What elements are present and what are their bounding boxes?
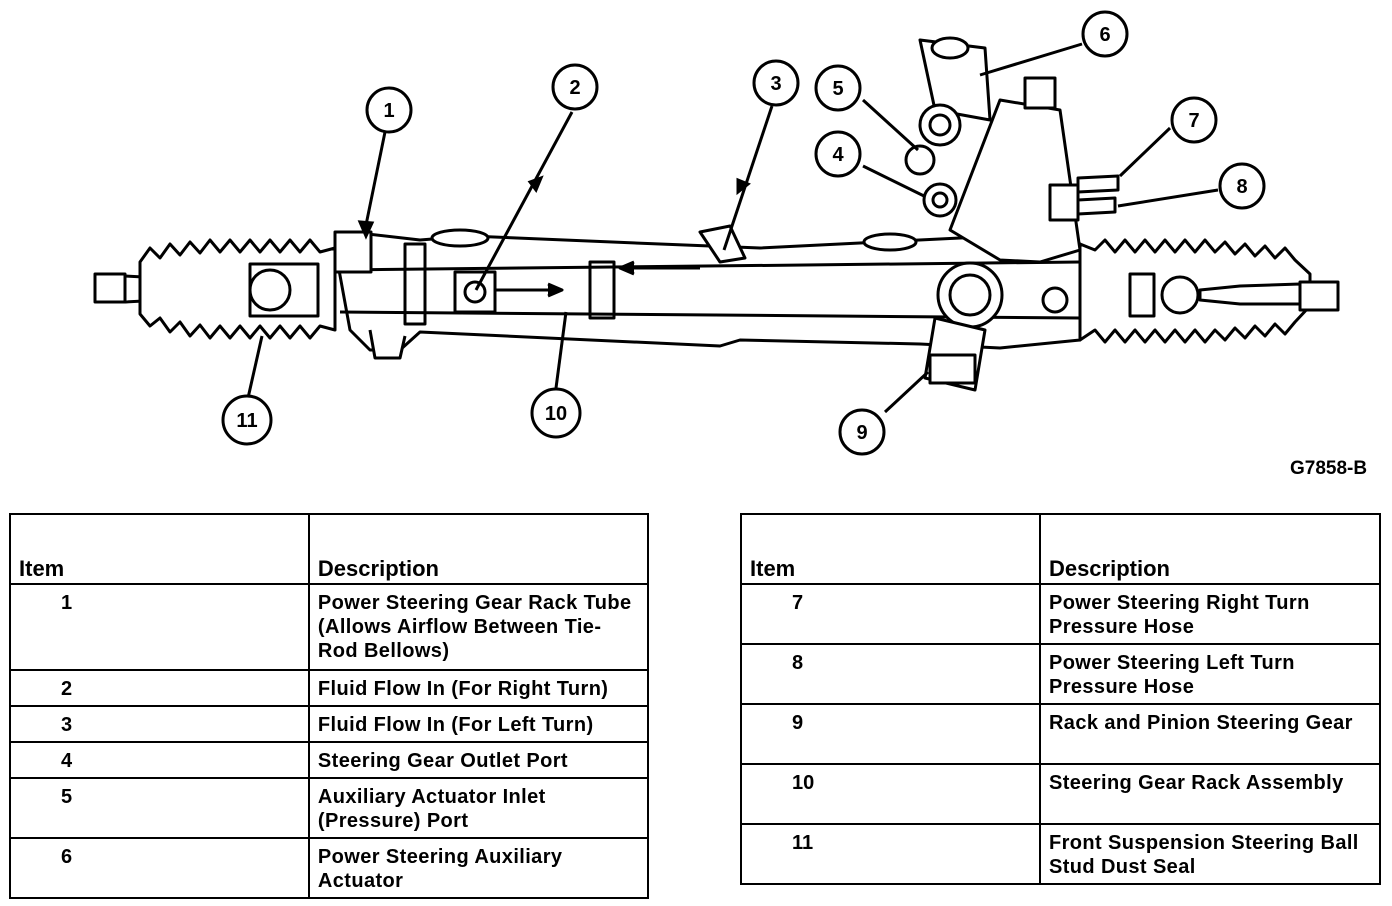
table-row: 3 Fluid Flow In (For Left Turn) [9,705,650,743]
item-description: Steering Gear Outlet Port [307,741,650,779]
item-number: 9 [740,703,1041,765]
item-number: 3 [9,705,310,743]
item-number: 5 [9,777,310,839]
item-description: Auxiliary Actuator Inlet (Pressure) Port [307,777,650,839]
callout-6: 6 [1081,10,1129,58]
item-description: Power Steering Gear Rack Tube (Allows Ai… [307,583,650,671]
table-row: 2 Fluid Flow In (For Right Turn) [9,669,650,707]
callout-11: 11 [221,394,273,446]
item-number: 6 [9,837,310,899]
table-row: 5 Auxiliary Actuator Inlet (Pressure) Po… [9,777,650,839]
item-description: Steering Gear Rack Assembly [1038,763,1382,825]
right-tie-rod [1198,280,1340,312]
callout-7: 7 [1170,96,1218,144]
callout-8-label: 8 [1236,176,1247,198]
item-header: Item [9,513,310,585]
item-number: 8 [740,643,1041,705]
callout-9: 9 [838,408,886,456]
item-description: Power Steering Right Turn Pressure Hose [1038,583,1382,645]
table-header-row: Item Description [9,513,650,585]
figure-id: G7858-B [1290,458,1368,479]
table-row: 9 Rack and Pinion Steering Gear [740,703,1382,765]
callout-5-label: 5 [832,78,843,100]
callout-10: 10 [530,387,582,439]
callout-markers: 1 2 3 4 5 6 7 8 9 10 11 [221,10,1266,456]
item-description: Fluid Flow In (For Left Turn) [307,705,650,743]
table-row: 6 Power Steering Auxiliary Actuator [9,837,650,899]
valve-body [904,36,1120,392]
legend-table-right: Item Description 7 Power Steering Right … [740,513,1382,885]
item-number: 7 [740,583,1041,645]
item-header: Item [740,513,1041,585]
rack-housing [333,224,1082,360]
callout-1-label: 1 [383,100,394,122]
item-description: Fluid Flow In (For Right Turn) [307,669,650,707]
table-header-row: Item Description [740,513,1382,585]
table-row: 1 Power Steering Gear Rack Tube (Allows … [9,583,650,671]
callout-2-label: 2 [569,77,580,99]
callout-4: 4 [814,130,862,178]
legend-table-left: Item Description 1 Power Steering Gear R… [9,513,650,899]
description-header: Description [1038,513,1382,585]
steering-gear-diagram: 1 2 3 4 5 6 7 8 9 10 11 [93,10,1340,456]
description-header: Description [307,513,650,585]
item-number: 11 [740,823,1041,885]
item-description: Front Suspension Steering Ball Stud Dust… [1038,823,1382,885]
item-description: Rack and Pinion Steering Gear [1038,703,1382,765]
callout-10-label: 10 [545,403,567,425]
callout-6-label: 6 [1099,24,1110,46]
left-bellows [138,238,337,340]
item-number: 2 [9,669,310,707]
callout-9-label: 9 [856,422,867,444]
table-row: 7 Power Steering Right Turn Pressure Hos… [740,583,1382,645]
callout-4-label: 4 [832,144,844,166]
item-number: 10 [740,763,1041,825]
item-description: Power Steering Auxiliary Actuator [307,837,650,899]
item-number: 1 [9,583,310,671]
table-row: 4 Steering Gear Outlet Port [9,741,650,779]
callout-7-label: 7 [1188,110,1199,132]
callout-1: 1 [365,86,413,134]
item-description: Power Steering Left Turn Pressure Hose [1038,643,1382,705]
callout-3-label: 3 [770,73,781,95]
callout-5: 5 [814,64,862,112]
callout-2: 2 [551,63,599,111]
table-row: 11 Front Suspension Steering Ball Stud D… [740,823,1382,885]
table-row: 8 Power Steering Left Turn Pressure Hose [740,643,1382,705]
callout-11-label: 11 [236,410,257,432]
callout-3: 3 [752,59,800,107]
table-row: 10 Steering Gear Rack Assembly [740,763,1382,825]
callout-8: 8 [1218,162,1266,210]
item-number: 4 [9,741,310,779]
